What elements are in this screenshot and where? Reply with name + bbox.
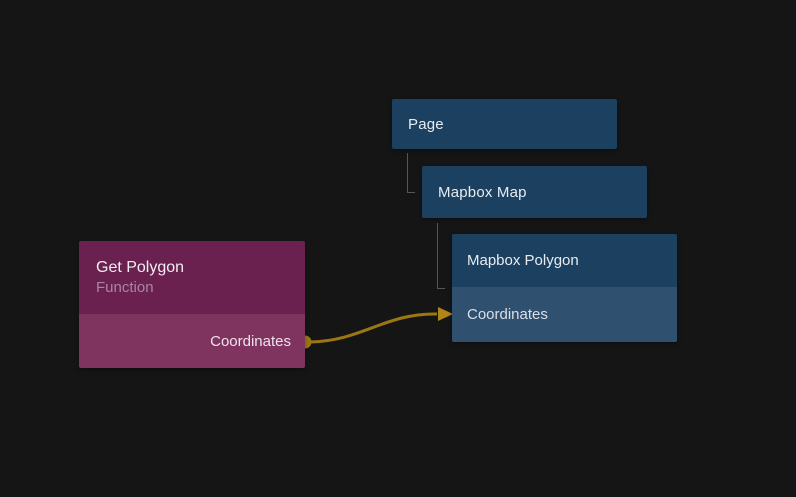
tree-connector-mapbox-map-to-mapbox-polygon — [437, 223, 445, 289]
node-mapbox-polygon-label: Mapbox Polygon — [467, 252, 579, 269]
node-get-polygon-header[interactable]: Get Polygon Function — [79, 241, 305, 314]
node-page-label: Page — [408, 115, 444, 133]
node-get-polygon-title: Get Polygon — [96, 258, 185, 276]
node-mapbox-map[interactable]: Mapbox Map — [422, 166, 647, 218]
connection-wire[interactable] — [309, 312, 438, 344]
node-mapbox-map-label: Mapbox Map — [438, 183, 527, 201]
node-get-polygon-subtitle: Function — [96, 278, 154, 296]
node-get-polygon[interactable]: Get Polygon Function Coordinates — [79, 241, 305, 368]
coordinates-input-row[interactable]: Coordinates — [452, 287, 677, 342]
node-page[interactable]: Page — [392, 99, 617, 149]
coordinates-output-label: Coordinates — [210, 332, 291, 350]
tree-connector-page-to-mapbox-map — [407, 153, 415, 193]
coordinates-input-label: Coordinates — [467, 306, 548, 323]
node-mapbox-polygon[interactable]: Mapbox Polygon Coordinates — [452, 234, 677, 342]
wire-arrowhead-icon — [438, 307, 453, 321]
node-mapbox-polygon-header[interactable]: Mapbox Polygon — [452, 234, 677, 287]
coordinates-output-row[interactable]: Coordinates — [79, 314, 305, 368]
